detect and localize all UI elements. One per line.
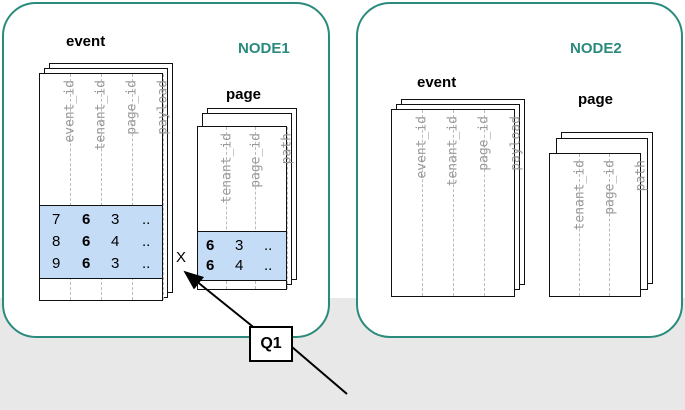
node1-page-title: page (226, 86, 262, 103)
node2-label: NODE2 (570, 40, 622, 57)
page-cell: 4 (235, 257, 244, 274)
node1-event-highlight (40, 205, 162, 279)
page-cell: 6 (206, 237, 215, 254)
query-label: Q1 (260, 335, 282, 352)
node2-event-col: page_id (454, 110, 492, 296)
node2-event-title: event (417, 74, 457, 91)
query-tail-line (291, 346, 348, 395)
event-cell: .. (142, 211, 151, 228)
node2-event-col: event_id (392, 110, 430, 296)
event-cell: 4 (111, 233, 120, 250)
page-cell: .. (264, 257, 273, 274)
node2-page-table: tenant_id page_id path (549, 153, 649, 297)
event-cell: 6 (82, 211, 91, 228)
node1-event-col: payload (133, 74, 171, 300)
event-cell: 7 (52, 211, 61, 228)
page-cell: 3 (235, 237, 244, 254)
node1-event-table: event_id tenant_id page_id payload 7 6 3… (39, 73, 171, 301)
node1-event-col: tenant_id (71, 74, 109, 300)
event-cell: 8 (52, 233, 61, 250)
event-cell: 6 (82, 255, 91, 272)
node2-page-col: tenant_id (550, 154, 587, 296)
event-cell: .. (142, 233, 151, 250)
node1-page-col: path (256, 127, 294, 289)
node1-page-col: page_id (227, 127, 264, 289)
node1-page-col: tenant_id (198, 127, 235, 289)
event-cell: 3 (111, 255, 120, 272)
query-arrow-line (183, 270, 258, 331)
node1-label: NODE1 (238, 40, 290, 57)
node2-event-table: event_id tenant_id page_id payload (391, 109, 523, 297)
event-cell: 6 (82, 233, 91, 250)
event-cell: .. (142, 255, 151, 272)
event-cell: 9 (52, 255, 61, 272)
node1-event-col: page_id (102, 74, 140, 300)
node1-page-highlight (198, 231, 286, 281)
node2-page-title: page (578, 91, 614, 108)
node2-event-col: tenant_id (423, 110, 461, 296)
page-cell: .. (264, 237, 273, 254)
node1-event-col: event_id (40, 74, 78, 300)
event-cell: 3 (111, 211, 120, 228)
page-cell: 6 (206, 257, 215, 274)
cross-mark: X (176, 249, 187, 266)
node2-page-col: page_id (580, 154, 617, 296)
node1-event-title: event (66, 33, 106, 50)
query-label-box: Q1 (249, 326, 293, 362)
node1-page-table: tenant_id page_id path 6 3 .. 6 4 .. (197, 126, 294, 290)
